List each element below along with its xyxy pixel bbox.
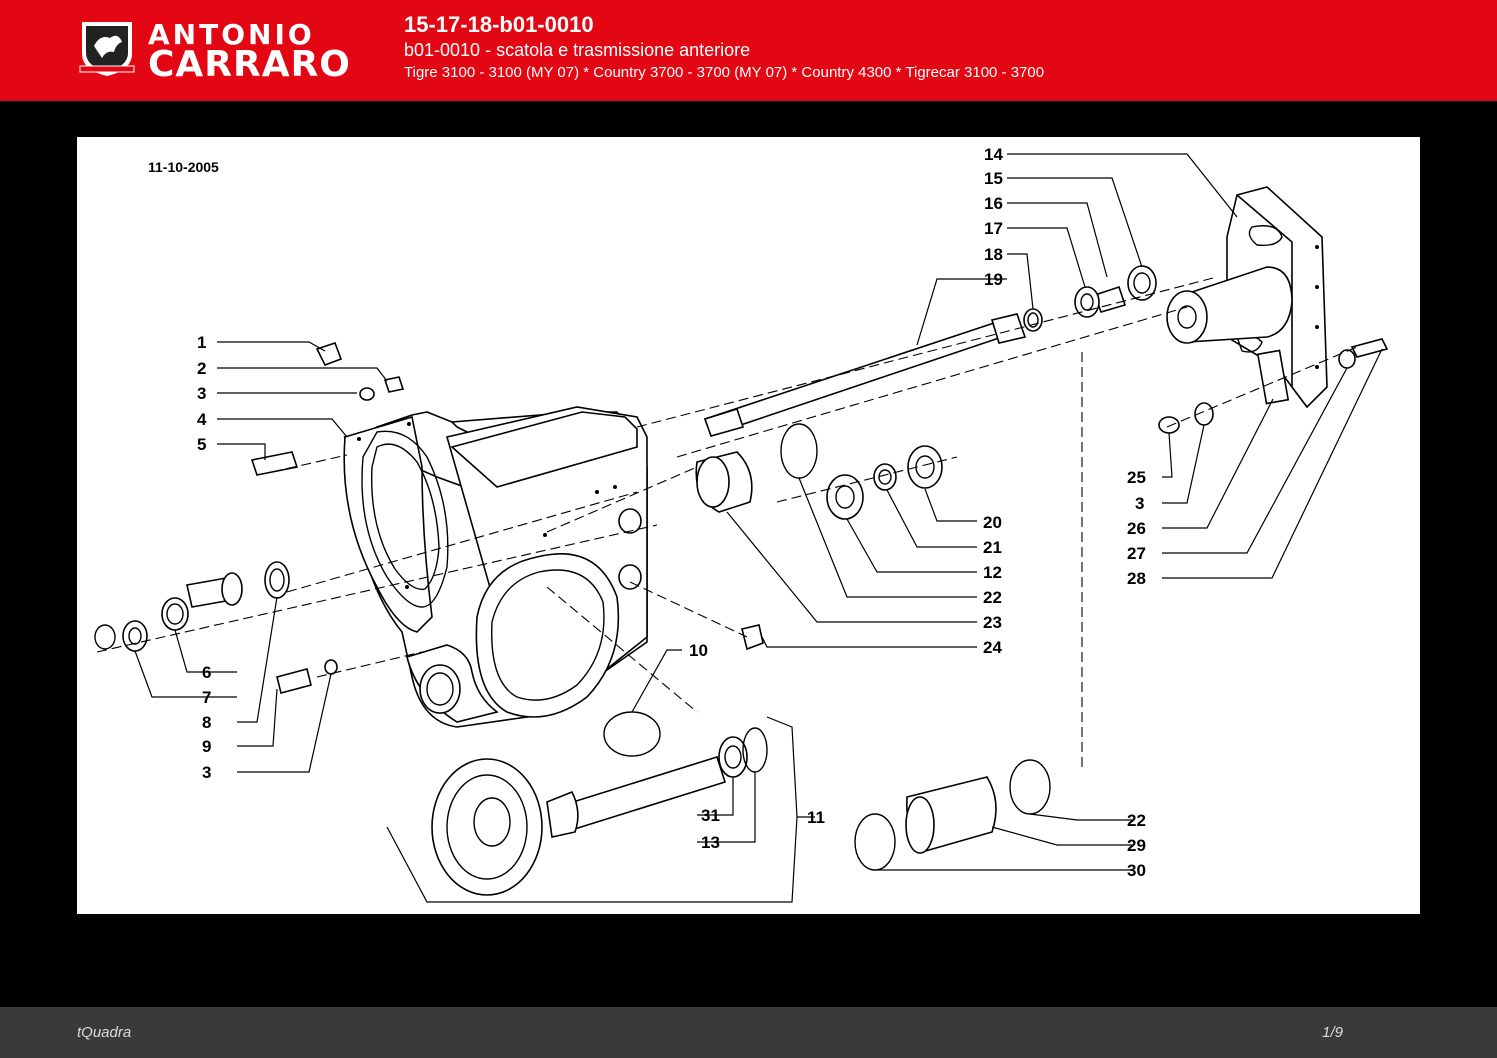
callout-label: 31 [701,806,720,825]
callout-label: 21 [983,538,1002,557]
callout-label: 29 [1127,836,1146,855]
callout-label: 3 [197,384,206,403]
page-subtitle: b01-0010 - scatola e trasmissione anteri… [404,40,751,60]
callout-label: 5 [197,435,206,454]
leader-lines [134,153,1383,903]
page-number: 1/9 [1322,1024,1343,1041]
centre-lines [96,276,1358,767]
center-parts-20-24 [695,423,943,651]
emblem-icon [79,22,135,76]
callout-label: 1 [197,333,206,352]
callout-label: 18 [984,245,1003,264]
exploded-diagram: 1 2 3 4 5 6 7 8 9 3 14 15 16 17 18 19 25… [94,145,1389,903]
model-list: Tigre 3100 - 3100 (MY 07) * Country 3700… [404,64,1045,81]
antonio-carraro-logo: ANTONIO CARRARO [76,14,381,85]
callout-label: 27 [1127,544,1146,563]
callout-label: 17 [984,219,1003,238]
gearbox-housing [343,406,648,728]
callout-label: 14 [984,145,1003,164]
callout-label: 30 [1127,861,1146,880]
callout-label: 3 [1135,494,1144,513]
callout-label: 9 [202,737,211,756]
callout-label: 3 [202,763,211,782]
callout-label: 23 [983,613,1002,632]
callout-label: 6 [202,663,211,682]
callout-label: 25 [1127,468,1146,487]
callout-label: 13 [701,833,720,852]
diagram-date: 11-10-2005 [148,159,219,175]
title-block: 15-17-18-b01-0010 b01-0010 - scatola e t… [404,12,1044,84]
header-bar: ANTONIO CARRARO 15-17-18-b01-0010 b01-00… [0,0,1497,101]
callout-label: 11 [807,808,825,827]
callout-label: 28 [1127,569,1146,588]
footer-bar: tQuadra 1/9 [0,1007,1497,1058]
callout-label: 4 [197,410,207,429]
callout-label: 24 [983,638,1002,657]
shaft-part-19 [703,313,1027,437]
callout-label: 2 [197,359,206,378]
callout-label: 19 [984,270,1003,289]
callout-label: 12 [983,563,1002,582]
brand-line-1: ANTONIO [148,18,315,51]
left-parts-1-9 [94,338,1389,694]
callout-label: 22 [1127,811,1146,830]
callout-label: 16 [984,194,1003,213]
callout-label: 7 [202,688,211,707]
callout-label: 15 [984,169,1003,188]
support-bracket-part-14 [1166,186,1328,409]
sleeve-parts-22-30 [854,759,1051,871]
callouts: 1 2 3 4 5 6 7 8 9 3 14 15 16 17 18 19 25… [197,145,1146,880]
callout-label: 26 [1127,519,1146,538]
footer-left-text: tQuadra [77,1024,132,1041]
callout-label: 8 [202,713,211,732]
brand-line-2: CARRARO [148,44,351,85]
exploded-diagram-sheet: 1 2 3 4 5 6 7 8 9 3 14 15 16 17 18 19 25… [77,137,1420,914]
callout-label: 10 [689,641,708,660]
page-code: 15-17-18-b01-0010 [404,12,594,37]
callout-label: 22 [983,588,1002,607]
callout-label: 20 [983,513,1002,532]
bevel-gear-part [431,711,768,896]
